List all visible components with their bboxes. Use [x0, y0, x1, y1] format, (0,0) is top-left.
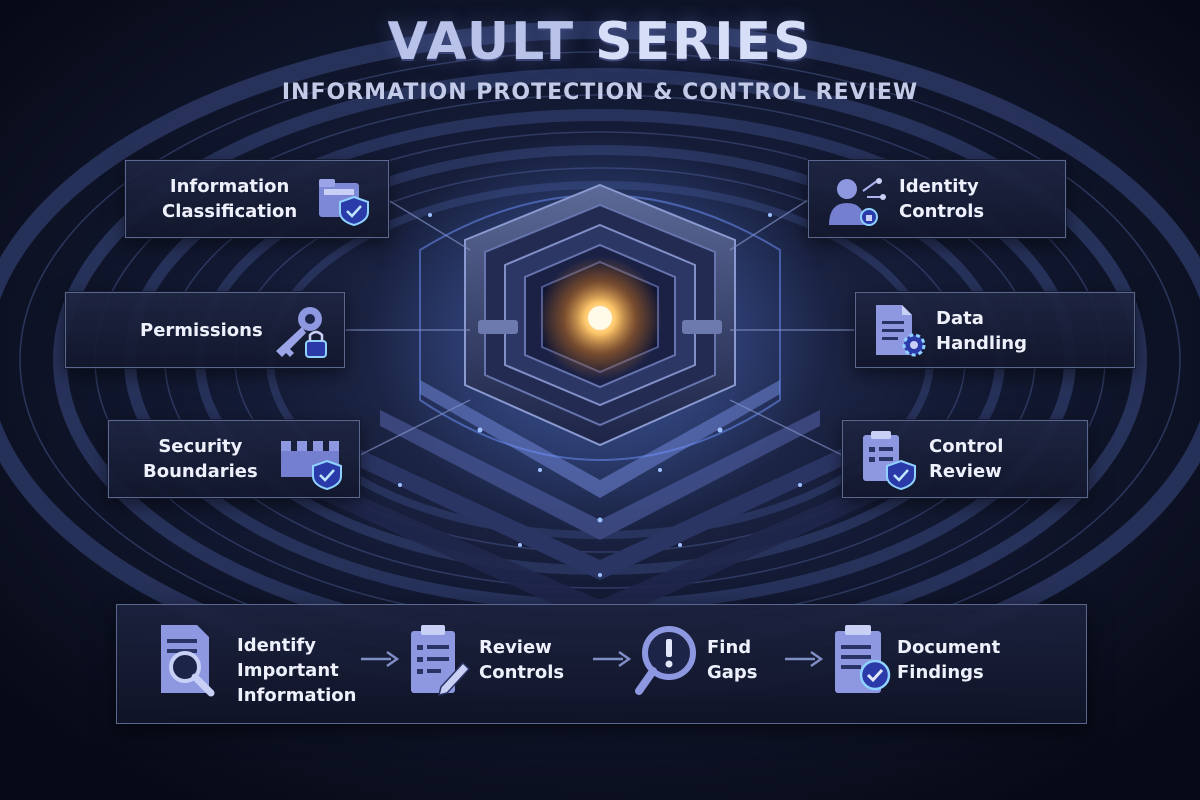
card-information-classification: Information Classification	[125, 160, 389, 238]
arrow-right-icon	[593, 650, 632, 668]
card-label: Data Handling	[936, 308, 1027, 354]
document-search-icon	[161, 625, 215, 697]
step-label: Find Gaps	[707, 637, 758, 683]
card-label: Information Classification	[162, 176, 298, 222]
step-label: Document Findings	[897, 637, 1001, 683]
document-gear-icon	[876, 305, 926, 357]
card-label: Identity Controls	[899, 176, 985, 222]
clipboard-pen-icon	[411, 625, 471, 697]
card-label: Control Review	[929, 436, 1004, 482]
key-lock-icon	[276, 307, 327, 358]
card-security-boundaries: Security Boundaries	[108, 420, 360, 498]
castle-shield-icon	[281, 441, 342, 491]
page-title: VAULT SERIES	[387, 12, 813, 72]
user-network-icon	[829, 178, 886, 226]
card-label: Permissions	[140, 320, 263, 341]
arrow-right-icon	[785, 650, 824, 668]
card-control-review: Control Review	[842, 420, 1088, 498]
step-label: Review Controls	[479, 637, 565, 683]
clipboard-check-icon	[835, 625, 891, 693]
folder-shield-icon	[319, 179, 369, 227]
card-label: Security Boundaries	[143, 436, 258, 482]
process-flow-panel: Identify Important Information Review Co…	[116, 604, 1087, 724]
arrow-right-icon	[361, 650, 400, 668]
step-label: Identify Important Information	[237, 635, 357, 706]
card-identity-controls: Identity Controls	[808, 160, 1066, 238]
card-permissions: Permissions	[65, 292, 345, 368]
checklist-shield-icon	[863, 431, 916, 491]
magnifier-alert-icon	[635, 626, 696, 695]
page-subtitle: INFORMATION PROTECTION & CONTROL REVIEW	[281, 80, 919, 105]
card-data-handling: Data Handling	[855, 292, 1135, 368]
